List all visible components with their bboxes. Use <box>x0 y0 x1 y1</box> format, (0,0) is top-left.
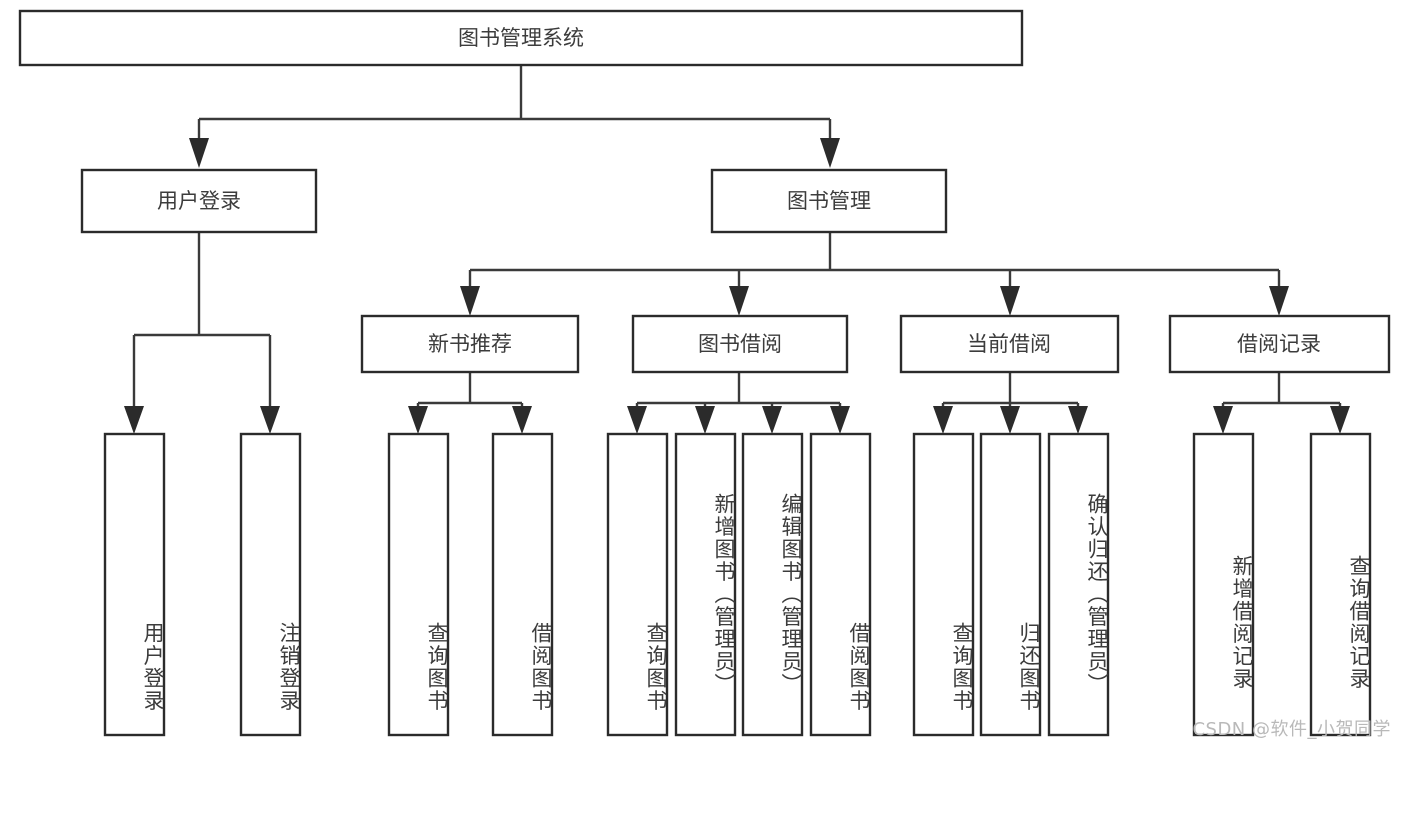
arrow-icon-current-borrow-child-2 <box>1000 406 1020 434</box>
node-label-borrow-record: 借阅记录 <box>1237 332 1321 356</box>
node-label-user-login: 用户登录 <box>157 189 241 213</box>
node-label-root: 图书管理系统 <box>458 26 584 50</box>
node-label-new-book-recommend: 新书推荐 <box>428 332 512 356</box>
node-box-borrow-record[interactable] <box>1168 314 1391 374</box>
arrow-icon-bm-to-borrow-record <box>1269 286 1289 316</box>
flowchart-svg: 图书管理系统 用户登录 图书管理 新书推荐 图书借阅 当前借阅 借阅记录 <box>18 9 1391 737</box>
arrow-icon-bm-to-book-borrow <box>729 286 749 316</box>
node-box-leaf-edit-book[interactable] <box>741 432 804 737</box>
arrow-icon-new-book-child-1 <box>408 406 428 434</box>
nodes-group: 图书管理系统 用户登录 图书管理 新书推荐 图书借阅 当前借阅 借阅记录 <box>18 9 1391 737</box>
arrow-icon-current-borrow-child-3 <box>1068 406 1088 434</box>
arrow-icon-book-borrow-child-1 <box>627 406 647 434</box>
csdn-watermark: CSDN @软件_小贺同学 <box>1192 719 1391 740</box>
node-box-leaf-query-book-1[interactable] <box>387 432 450 737</box>
node-box-leaf-borrow-book-1[interactable] <box>491 432 554 737</box>
node-box-leaf-user-login[interactable] <box>103 432 166 737</box>
arrowheads-group <box>124 138 1350 434</box>
arrow-icon-current-borrow-child-1 <box>933 406 953 434</box>
arrow-icon-borrow-record-child-1 <box>1213 406 1233 434</box>
node-box-book-management[interactable] <box>710 168 948 234</box>
node-box-new-book-recommend[interactable] <box>360 314 580 374</box>
node-label-book-borrow: 图书借阅 <box>698 332 782 356</box>
node-box-leaf-query-book-3[interactable] <box>912 432 975 737</box>
node-box-root[interactable] <box>18 9 1024 67</box>
node-box-leaf-borrow-book-2[interactable] <box>809 432 872 737</box>
arrow-icon-root-to-user-login <box>189 138 209 168</box>
node-box-leaf-confirm-return[interactable] <box>1047 432 1110 737</box>
node-box-book-borrow[interactable] <box>631 314 849 374</box>
flowchart-canvas: 图书管理系统 用户登录 图书管理 新书推荐 图书借阅 当前借阅 借阅记录 <box>18 9 1391 740</box>
arrow-icon-book-borrow-child-2 <box>695 406 715 434</box>
arrow-icon-root-to-book-management <box>820 138 840 168</box>
node-label-book-management: 图书管理 <box>787 189 871 213</box>
node-box-leaf-query-book-2[interactable] <box>606 432 669 737</box>
node-box-user-login[interactable] <box>80 168 318 234</box>
node-box-leaf-add-record[interactable] <box>1192 432 1255 737</box>
arrow-icon-user-login-child-2 <box>260 406 280 434</box>
node-box-leaf-query-record[interactable] <box>1309 432 1372 737</box>
arrow-icon-bm-to-current-borrow <box>1000 286 1020 316</box>
arrow-icon-user-login-child-1 <box>124 406 144 434</box>
node-box-leaf-add-book[interactable] <box>674 432 737 737</box>
node-label-current-borrow: 当前借阅 <box>967 332 1051 356</box>
arrow-icon-book-borrow-child-4 <box>830 406 850 434</box>
arrow-icon-new-book-child-2 <box>512 406 532 434</box>
node-box-leaf-user-logout[interactable] <box>239 432 302 737</box>
arrow-icon-bm-to-new-book <box>460 286 480 316</box>
arrow-icon-book-borrow-child-3 <box>762 406 782 434</box>
node-box-current-borrow[interactable] <box>899 314 1120 374</box>
node-box-leaf-return-book[interactable] <box>979 432 1042 737</box>
arrow-icon-borrow-record-child-2 <box>1330 406 1350 434</box>
